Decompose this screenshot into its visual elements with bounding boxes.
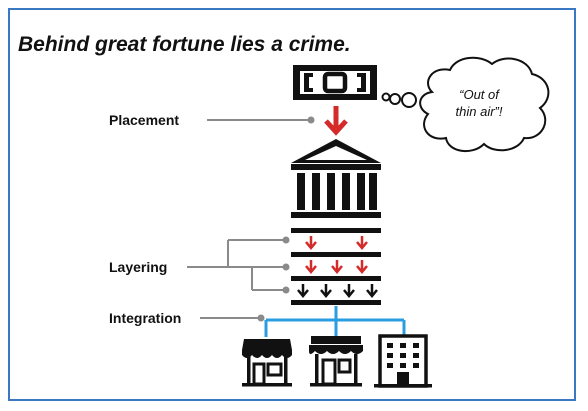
thought-bubble-text: “Out of thin air”! [434, 86, 524, 120]
layering-label: Layering [109, 259, 168, 275]
layering-connector [187, 236, 290, 294]
office-building-icon [374, 334, 432, 388]
placement-label: Placement [109, 112, 180, 128]
layering-arrows-row-1 [305, 236, 368, 250]
placement-arrow [324, 106, 348, 136]
thought-bubble-line-1: “Out of [459, 87, 499, 102]
storefront-icon [242, 339, 292, 387]
banknote-icon [293, 65, 377, 100]
bank-icon [291, 139, 381, 218]
layering-arrows-row-2 [305, 260, 368, 274]
layering-arrows-row-3 [297, 284, 378, 298]
slide-title: Behind great fortune lies a crime. [18, 33, 351, 56]
thought-bubble [381, 56, 550, 153]
integration-connector [200, 314, 265, 322]
integration-label: Integration [109, 310, 182, 326]
thought-bubble-line-2: thin air”! [455, 104, 503, 119]
integration-lines [264, 306, 406, 337]
shop-icon [309, 336, 363, 387]
layering-bars [291, 228, 381, 305]
placement-connector [207, 116, 315, 124]
